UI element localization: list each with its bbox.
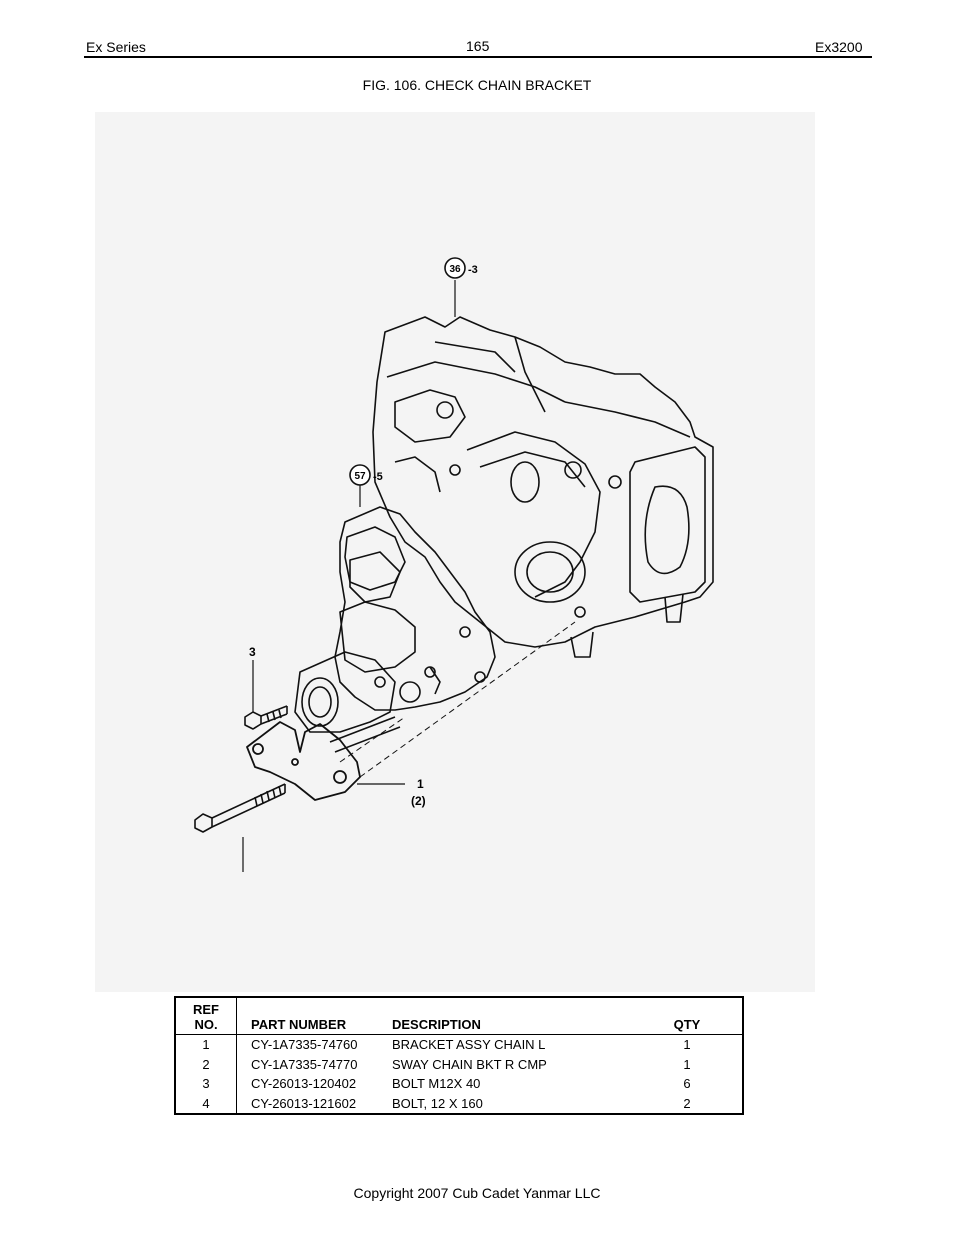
callout-item1-qty: (2) — [411, 794, 426, 808]
cell-ref: 4 — [175, 1093, 237, 1114]
figure-title: FIG. 106. CHECK CHAIN BRACKET — [362, 77, 592, 93]
callout-item1: 1 — [417, 777, 424, 791]
cell-ref: 2 — [175, 1054, 237, 1074]
cell-part-number: CY-1A7335-74760 — [251, 1037, 358, 1052]
header-divider — [84, 56, 872, 58]
bolt-12x160-outline — [194, 783, 286, 833]
transmission-case-outline — [372, 316, 714, 658]
copyright-footer: Copyright 2007 Cub Cadet Yanmar LLC — [353, 1185, 601, 1201]
exploded-parts-drawing: 36 -3 57 -5 3 1 (2) — [95, 112, 815, 992]
cell-part-number: CY-26013-120402 — [251, 1076, 357, 1091]
col-ref: REF NO. — [175, 997, 237, 1035]
cell-description: BRACKET ASSY CHAIN L — [392, 1037, 546, 1052]
col-qty: QTY — [673, 1017, 701, 1032]
cell-qty: 1 — [683, 1037, 691, 1052]
col-ref-line2: NO. — [194, 1017, 218, 1032]
cell-part-number: CY-1A7335-74770 — [251, 1056, 358, 1072]
cell-ref: 1 — [175, 1034, 237, 1055]
cell-part-number: CY-26013-121602 — [251, 1095, 357, 1111]
cell-description: BOLT, 12 X 160 — [392, 1095, 483, 1111]
parts-table-header: REF NO. PART NUMBER DESCRIPTION QTY — [175, 997, 743, 1035]
table-row: 3 CY-26013-120402 BOLT M12X 40 6 — [175, 1074, 743, 1094]
cell-description: SWAY CHAIN BKT R CMP — [392, 1056, 547, 1072]
header-model: Ex3200 — [815, 39, 863, 55]
col-ref-line1: REF — [193, 1002, 219, 1017]
cell-description: BOLT M12X 40 — [392, 1076, 481, 1091]
cell-ref: 3 — [175, 1074, 237, 1094]
bolt-m12x40-outline — [244, 705, 288, 730]
col-description: DESCRIPTION — [392, 1017, 481, 1032]
page-number: 165 — [466, 38, 490, 54]
table-row: 1 CY-1A7335-74760 BRACKET ASSY CHAIN L 1 — [175, 1034, 743, 1055]
callout-ref36: 36 — [449, 264, 461, 275]
cell-qty: 1 — [683, 1056, 691, 1072]
chain-bracket-outline — [246, 721, 361, 801]
front-cover-outline — [294, 506, 496, 733]
callout-ref57: 57 — [354, 471, 366, 482]
callout-ref57-suffix: -5 — [373, 471, 383, 483]
table-row: 4 CY-26013-121602 BOLT, 12 X 160 2 — [175, 1093, 743, 1114]
parts-table: REF NO. PART NUMBER DESCRIPTION QTY 1 CY… — [174, 996, 744, 1115]
callout-ref36-suffix: -3 — [468, 264, 478, 276]
header-series: Ex Series — [86, 39, 146, 55]
col-part-number: PART NUMBER — [251, 1017, 347, 1032]
table-row: 2 CY-1A7335-74770 SWAY CHAIN BKT R CMP 1 — [175, 1054, 743, 1074]
cell-qty: 6 — [683, 1076, 691, 1091]
callout-item3: 3 — [249, 645, 256, 659]
cell-qty: 2 — [683, 1095, 691, 1111]
